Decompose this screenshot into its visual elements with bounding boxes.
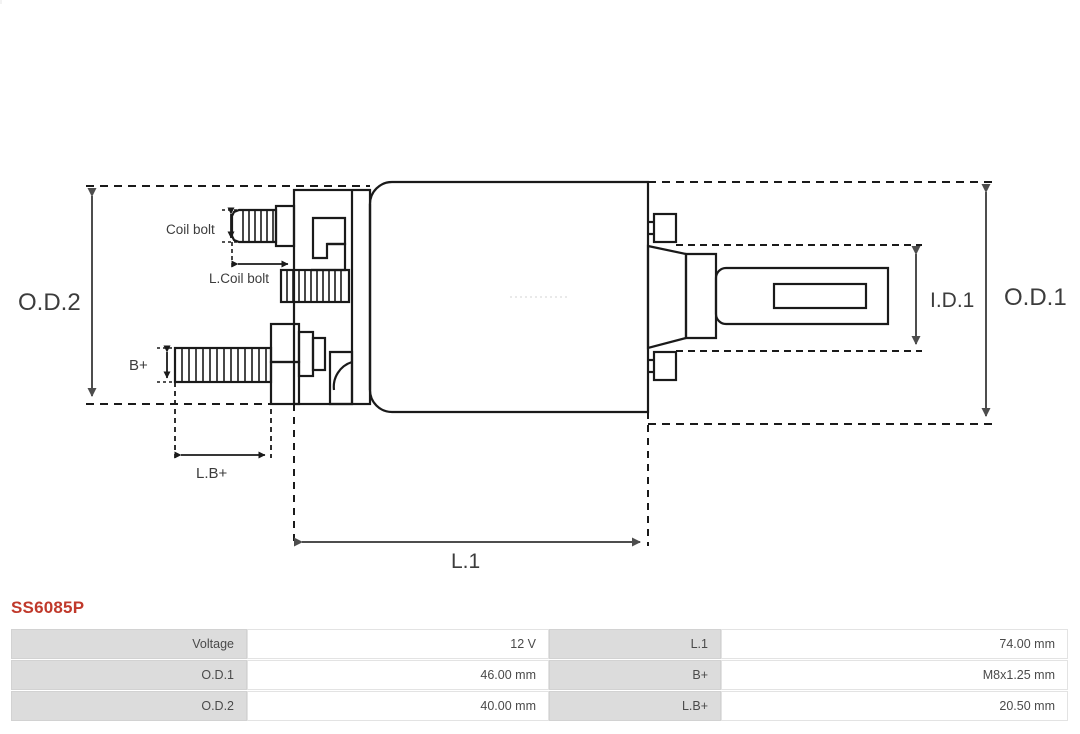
- spec-key: O.D.2: [11, 691, 247, 721]
- spec-value: 40.00 mm: [247, 691, 549, 721]
- dimension-arrows: [87, 184, 991, 547]
- solenoid-main-body: [368, 180, 650, 414]
- spec-value: 20.50 mm: [721, 691, 1068, 721]
- internal-contact-lower: [328, 350, 354, 406]
- label-l1: L.1: [451, 550, 480, 573]
- label-b-plus: B+: [129, 357, 148, 374]
- plunger-rod: [714, 266, 890, 326]
- internal-contact-upper: [311, 216, 347, 272]
- table-row: O.D.2 40.00 mm L.B+ 20.50 mm: [11, 691, 1068, 721]
- table-row: O.D.1 46.00 mm B+ M8x1.25 mm: [11, 660, 1068, 690]
- spec-key: Voltage: [11, 629, 247, 659]
- specification-table-body: Voltage 12 V L.1 74.00 mm O.D.1 46.00 mm…: [11, 629, 1068, 721]
- label-coil-bolt: Coil bolt: [166, 222, 215, 237]
- coil-bolt-collar: [279, 268, 351, 304]
- b-plus-threads: [181, 348, 267, 382]
- drawing-canvas: O.D.2 O.D.1 I.D.1 Coil bolt L.Coil bolt …: [18, 180, 1067, 573]
- spec-key: B+: [549, 660, 721, 690]
- spec-value: 74.00 mm: [721, 629, 1068, 659]
- coil-bolt-threads: [242, 210, 274, 242]
- front-flange-assembly: [646, 212, 718, 382]
- label-l-coil-bolt: L.Coil bolt: [209, 271, 269, 286]
- label-l-b-plus: L.B+: [196, 465, 228, 482]
- label-od1: O.D.1: [1004, 284, 1067, 311]
- label-od2: O.D.2: [18, 289, 81, 316]
- spec-key: L.1: [549, 629, 721, 659]
- top-edge-artifact: [0, 0, 130, 4]
- spec-key: L.B+: [549, 691, 721, 721]
- dimension-labels: O.D.2 O.D.1 I.D.1 Coil bolt L.Coil bolt …: [18, 222, 1067, 573]
- solenoid-technical-drawing: O.D.2 O.D.1 I.D.1 Coil bolt L.Coil bolt …: [18, 180, 1067, 573]
- table-row: Voltage 12 V L.1 74.00 mm: [11, 629, 1068, 659]
- spec-value: 12 V: [247, 629, 549, 659]
- extension-lines: [86, 181, 992, 546]
- coil-bolt-stud: [230, 204, 296, 248]
- label-id1: I.D.1: [930, 289, 974, 312]
- spec-value: 46.00 mm: [247, 660, 549, 690]
- part-number: SS6085P: [11, 598, 85, 617]
- b-plus-stud: [173, 322, 327, 406]
- specification-table: Voltage 12 V L.1 74.00 mm O.D.1 46.00 mm…: [11, 628, 1068, 722]
- spec-key: O.D.1: [11, 660, 247, 690]
- collar-threads: [286, 270, 342, 302]
- spec-value: M8x1.25 mm: [721, 660, 1068, 690]
